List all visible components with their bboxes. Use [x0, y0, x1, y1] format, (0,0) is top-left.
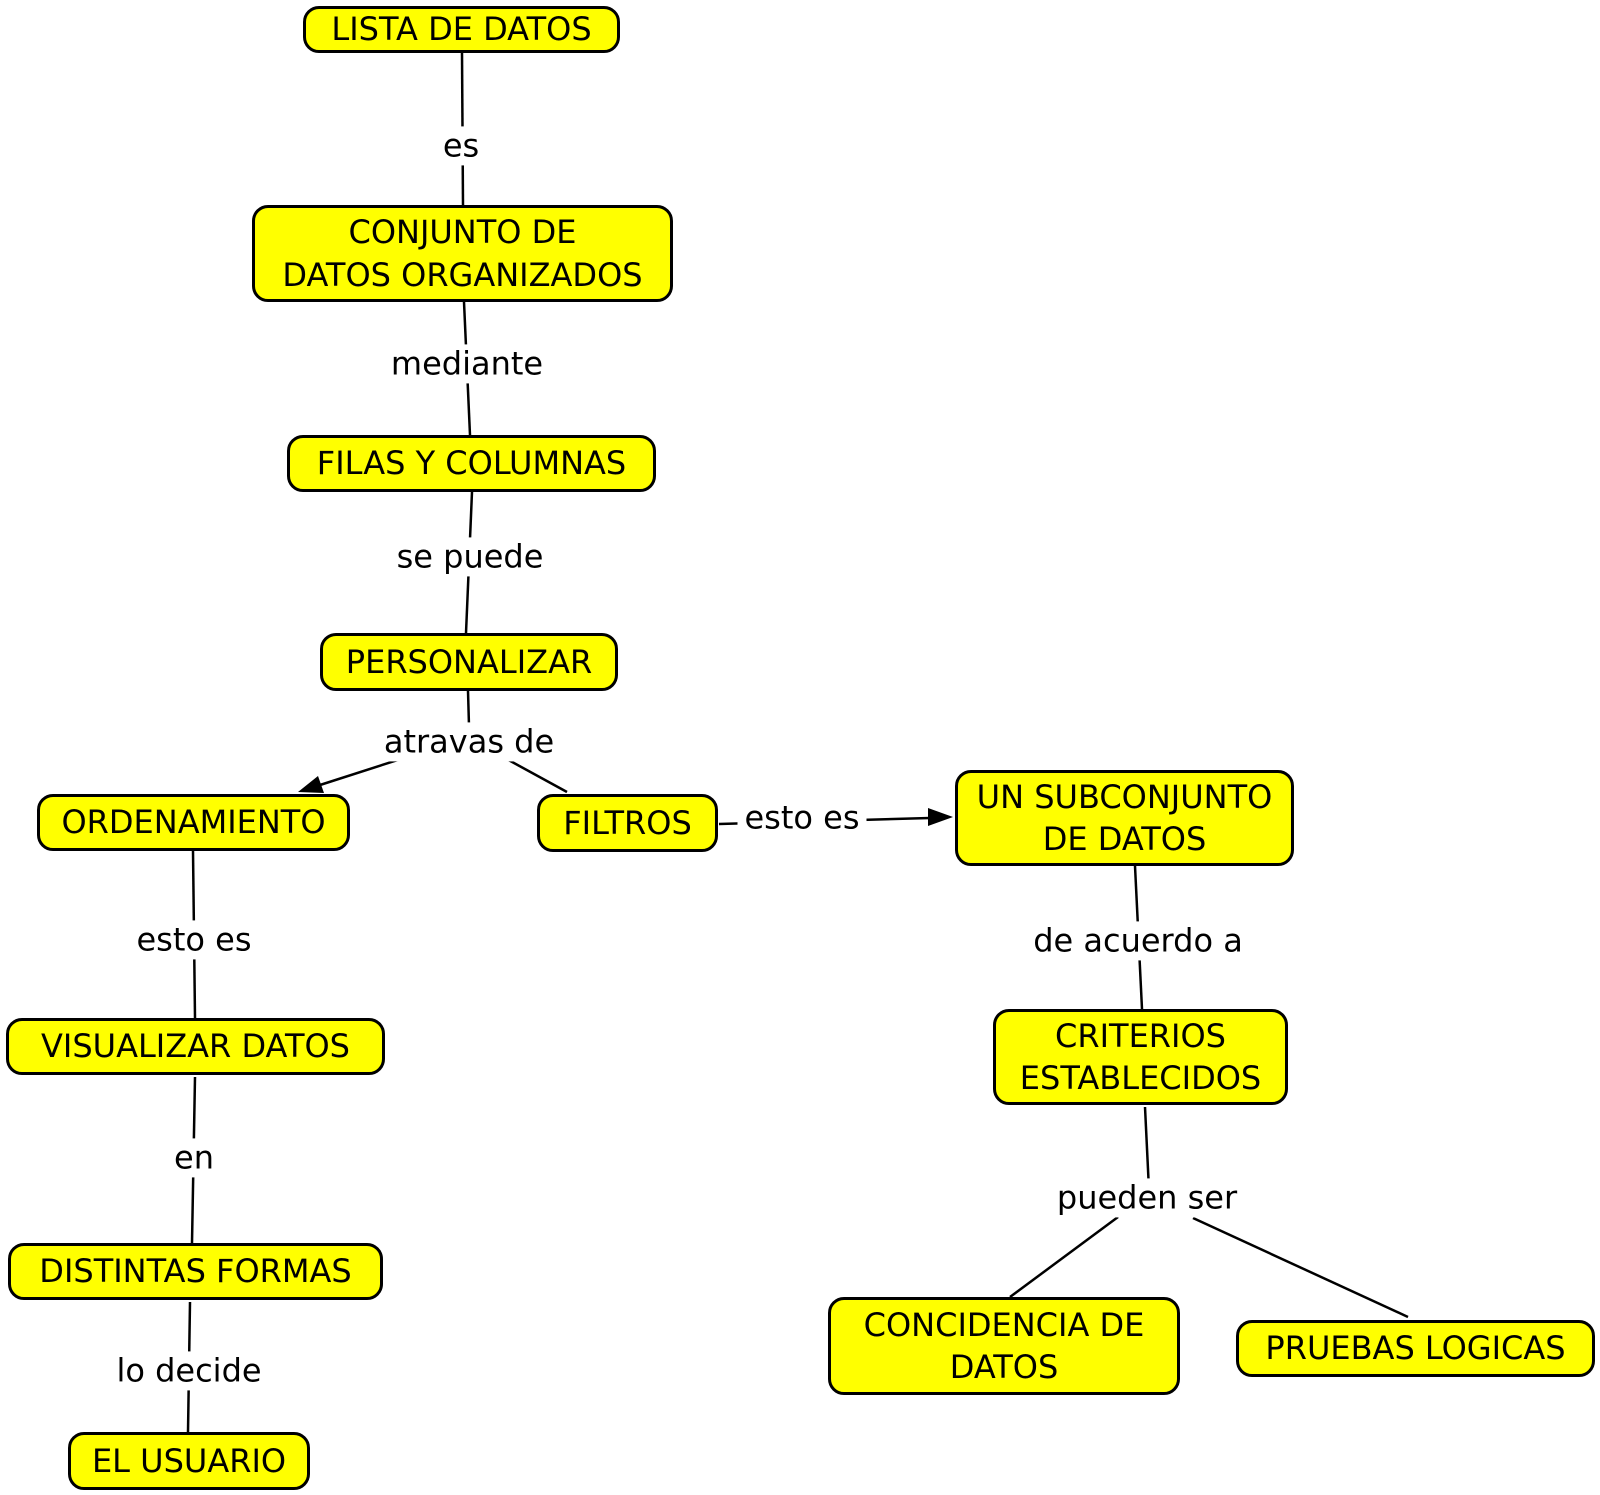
edge-label-es[interactable]: es	[435, 126, 487, 166]
edge-label-pueden-ser[interactable]: pueden ser	[1049, 1178, 1245, 1218]
edge-label-se-puede[interactable]: se puede	[389, 537, 551, 577]
node-distintas-formas[interactable]: DISTINTAS FORMAS	[8, 1243, 383, 1300]
edge-label-esto-es-left[interactable]: esto es	[129, 920, 259, 960]
node-concidencia-de-datos[interactable]: CONCIDENCIA DE DATOS	[828, 1297, 1180, 1395]
edge-criterios-puedenser	[1143, 1106, 1151, 1191]
edge-label-lo-decide[interactable]: lo decide	[109, 1351, 269, 1391]
arrowhead-to-ordenamiento	[298, 776, 324, 793]
node-filas-y-columnas[interactable]: FILAS Y COLUMNAS	[287, 435, 656, 492]
node-visualizar-datos[interactable]: VISUALIZAR DATOS	[6, 1018, 385, 1075]
edge-puedenser-concidencia	[1009, 1215, 1119, 1299]
node-un-subconjunto[interactable]: UN SUBCONJUNTO DE DATOS	[955, 770, 1294, 866]
node-criterios[interactable]: CRITERIOS ESTABLECIDOS	[993, 1009, 1288, 1105]
edge-label-esto-es-right[interactable]: esto es	[737, 798, 867, 838]
node-lista-de-datos[interactable]: LISTA DE DATOS	[303, 6, 620, 53]
node-conjunto-de-datos[interactable]: CONJUNTO DE DATOS ORGANIZADOS	[252, 205, 673, 302]
edge-personalizar-junction	[466, 690, 471, 727]
edge-junction-filtros	[502, 755, 568, 794]
edge-junction-ordenamiento	[319, 755, 408, 787]
node-el-usuario[interactable]: EL USUARIO	[68, 1432, 310, 1490]
node-ordenamiento[interactable]: ORDENAMIENTO	[37, 794, 350, 851]
node-personalizar[interactable]: PERSONALIZAR	[320, 633, 618, 691]
arrowhead-to-subconjunto	[928, 808, 953, 826]
node-pruebas-logicas[interactable]: PRUEBAS LOGICAS	[1236, 1320, 1595, 1377]
edge-puedenser-pruebas	[1192, 1216, 1409, 1319]
edge-label-en[interactable]: en	[167, 1138, 221, 1178]
edge-label-atravas-de[interactable]: atravas de	[376, 722, 562, 762]
node-filtros[interactable]: FILTROS	[537, 794, 718, 852]
edge-label-mediante[interactable]: mediante	[383, 344, 551, 384]
edge-label-de-acuerdo-a[interactable]: de acuerdo a	[1026, 921, 1250, 961]
